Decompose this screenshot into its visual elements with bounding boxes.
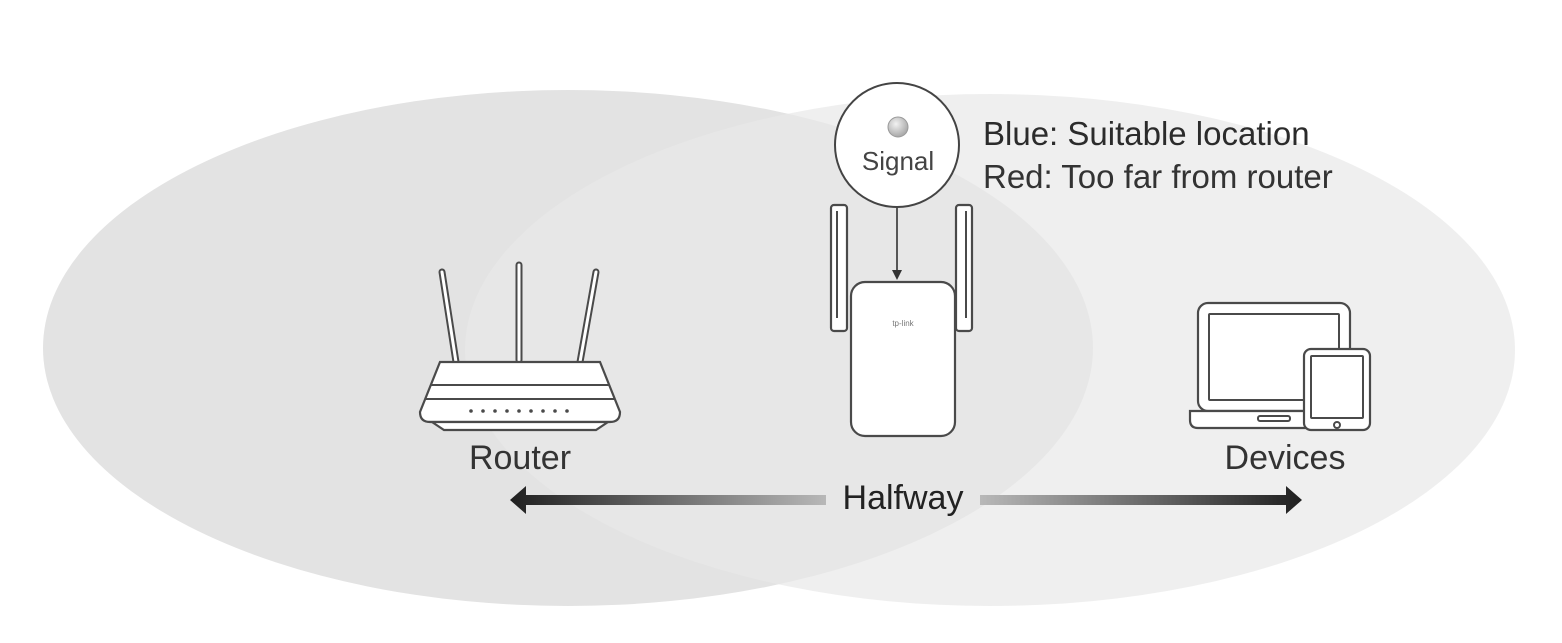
right-arrow	[980, 486, 1302, 514]
tablet-icon	[1302, 347, 1372, 432]
router-label: Router	[469, 439, 571, 477]
signal-callout-circle	[834, 82, 960, 208]
signal-led-icon	[887, 116, 909, 138]
devices-label: Devices	[1225, 439, 1346, 477]
left-arrow	[510, 486, 826, 514]
legend-blue-text: Blue: Suitable location	[983, 115, 1310, 152]
halfway-label: Halfway	[843, 479, 964, 517]
signal-label: Signal	[862, 146, 934, 176]
router-icon	[418, 261, 622, 432]
legend-red-text: Red: Too far from router	[983, 158, 1333, 195]
extender-icon: tp-link	[829, 203, 974, 438]
brand-logo: tp-link	[892, 319, 914, 328]
double-arrow-icon	[510, 486, 1302, 514]
signal-pointer-arrowhead	[892, 270, 902, 280]
extender-coverage-area	[465, 94, 1515, 606]
